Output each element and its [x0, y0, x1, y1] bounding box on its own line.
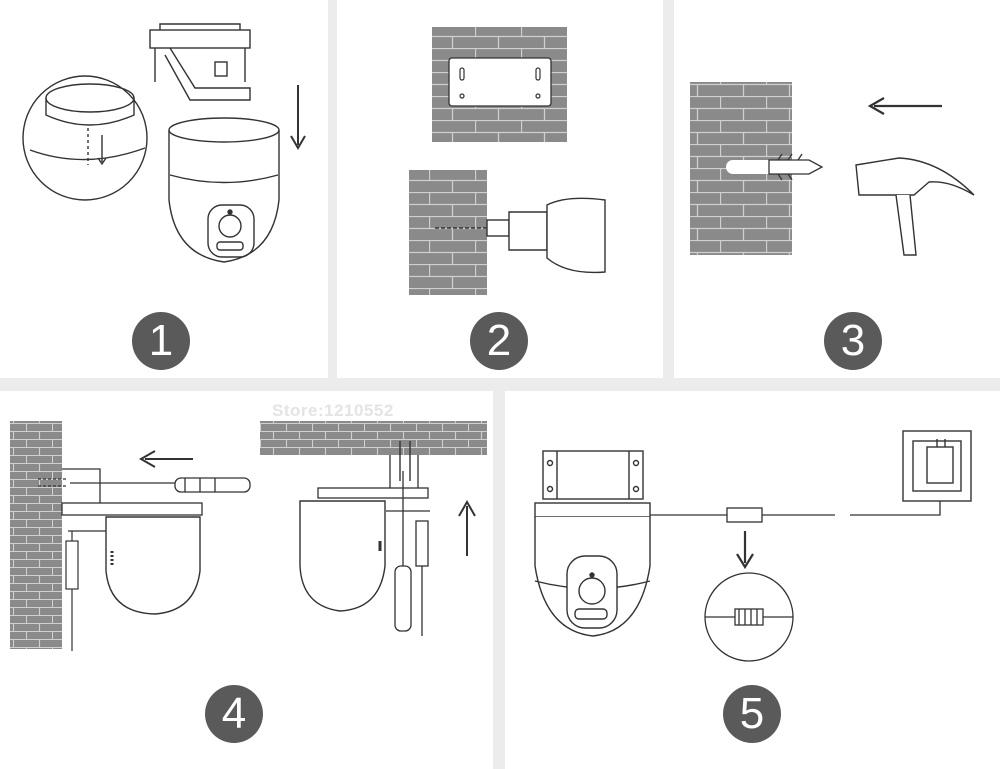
hammer-icon [855, 157, 975, 256]
ceiling-bracket [317, 455, 429, 499]
step-1-illustration [22, 23, 306, 263]
step-1-panel: 1 [0, 0, 328, 378]
step-2-illustration [409, 27, 606, 295]
step-4-illustration [10, 421, 487, 651]
drill [435, 197, 606, 274]
step-5-badge: 5 [723, 685, 781, 743]
camera-side [105, 516, 201, 615]
connector-zoom [704, 572, 794, 662]
step-4-badge: 4 [205, 685, 263, 743]
wall-bracket [149, 23, 251, 101]
step-1-badge: 1 [132, 312, 190, 370]
screwdriver-vertical [386, 471, 430, 636]
camera-front [299, 500, 386, 612]
step-3-badge: 3 [824, 312, 882, 370]
left-arrow-icon [138, 450, 193, 468]
left-arrow-icon [867, 97, 942, 115]
step-3-illustration [690, 82, 975, 256]
mount-bracket [542, 450, 644, 500]
ceiling-screws [399, 441, 411, 481]
screwdriver [70, 477, 251, 493]
mounting-plate [448, 57, 552, 107]
step-2-badge: 2 [470, 312, 528, 370]
magnifier-detail [22, 75, 148, 201]
step-2-panel: 2 [337, 0, 663, 378]
up-arrow-icon [458, 499, 476, 556]
anchor-plug [768, 153, 824, 181]
step-4-panel: Store:1210552 [0, 391, 493, 769]
side-bracket [38, 468, 203, 516]
down-arrow-icon [290, 85, 306, 150]
brick-wall [409, 170, 487, 295]
camera-unit [534, 502, 651, 637]
store-watermark: Store:1210552 [272, 401, 394, 420]
step-3-panel: 3 [674, 0, 1000, 378]
camera-unit [168, 117, 280, 263]
power-outlet [902, 430, 972, 502]
step-5-illustration [534, 430, 972, 662]
ceiling-brick [260, 421, 487, 455]
down-arrow-icon [736, 531, 754, 570]
wall-hole [726, 160, 776, 174]
brick-wall [10, 421, 62, 649]
cable [65, 530, 106, 651]
power-cable [650, 501, 941, 523]
step-5-panel: 5 [505, 391, 1000, 769]
